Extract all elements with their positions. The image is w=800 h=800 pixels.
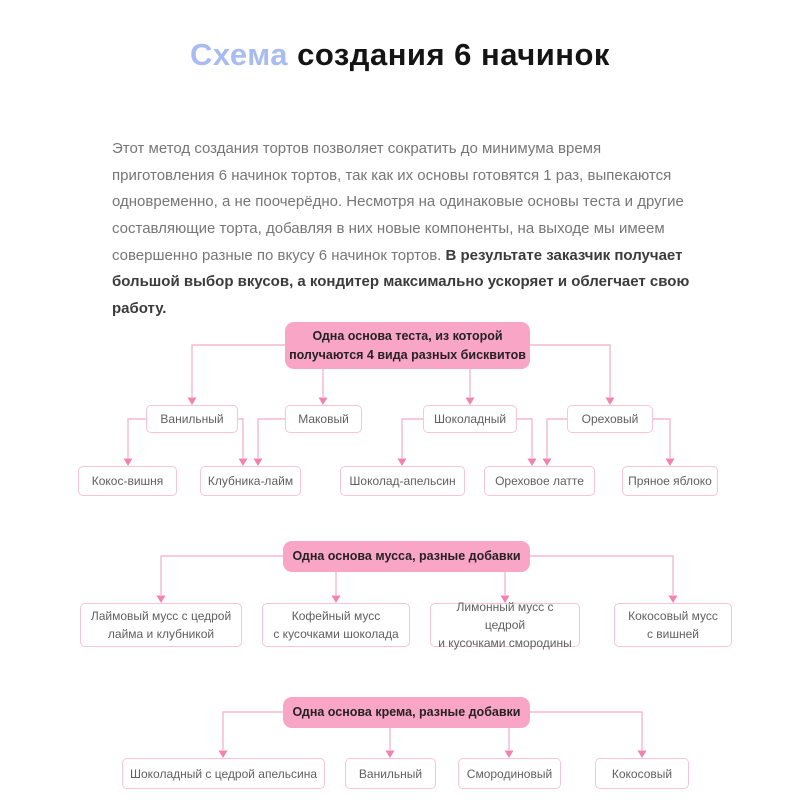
tree-dough-filling-chocolate-orange: Шоколад-апельсин [340, 466, 465, 496]
tree-dough-biscuit-nut: Ореховый [567, 405, 653, 433]
tree-dough-filling-coconut-cherry: Кокос-вишня [78, 466, 177, 496]
tree-mousse-lemon: Лимонный мусс с цедрой и кусочками сморо… [430, 600, 580, 650]
tree-dough-biscuit-vanilla: Ванильный [146, 405, 238, 433]
tree-dough-filling-spiced-apple: Пряное яблоко [622, 466, 718, 496]
page-title-highlight: Схема [190, 36, 288, 72]
tree-cream-coconut: Кокосовый [595, 758, 689, 789]
tree-mousse-coconut: Кокосовый мусс с вишней [614, 603, 732, 647]
tree-cream-currant: Смородиновый [458, 758, 561, 789]
tree-mousse-lime: Лаймовый мусс с цедрой лайма и клубникой [80, 603, 242, 647]
tree-cream-header: Одна основа крема, разные добавки [283, 697, 530, 728]
tree-mousse-header: Одна основа мусса, разные добавки [283, 541, 530, 572]
tree-dough-biscuit-poppy: Маковый [285, 405, 362, 433]
tree-cream-chocolate-orange: Шоколадный с цедрой апельсина [122, 758, 325, 789]
tree-dough-biscuit-chocolate: Шоколадный [423, 405, 517, 433]
tree-dough-filling-nut-latte: Ореховое латте [484, 466, 595, 496]
intro-text-bold: В результате заказчик получает большой в… [112, 246, 690, 318]
tree-cream-vanilla: Ванильный [345, 758, 436, 789]
tree-dough-filling-strawberry-lime: Клубника-лайм [200, 466, 301, 496]
intro-text-normal: Этот метод создания тортов позволяет сок… [112, 140, 684, 264]
tree-dough-header: Одна основа теста, из которой получаются… [285, 322, 530, 369]
tree-mousse-coffee: Кофейный мусс с кусочками шоколада [262, 603, 410, 647]
page-title: Схема создания 6 начинок [0, 37, 800, 73]
page-title-rest: создания 6 начинок [287, 36, 610, 72]
intro-paragraph: Этот метод создания тортов позволяет сок… [112, 136, 694, 323]
